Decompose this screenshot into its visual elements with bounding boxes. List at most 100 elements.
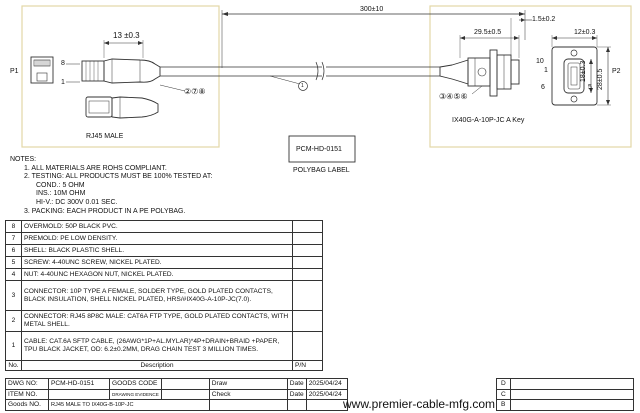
pin-10-label: 10 [536,58,544,65]
bom-row: 2 CONNECTOR: RJ45 8P8C MALE: CAT6A FTP T… [5,310,323,332]
goods-code-value [160,378,210,390]
title-block: DWG NO: PCM-HD-0151 GOODS CODE Draw Date… [5,378,348,411]
check-date-label: Date [286,388,307,401]
bom-no: 7 [5,232,22,245]
pin-5-label: 5 [588,84,592,91]
item-no-label: ITEM NO. [5,388,49,401]
goods-no-value: RJ45 MALE TO IX40G-B-10P-JC [48,399,210,411]
approve-date-value [305,399,348,411]
height-b-dim: 28±0.5 [597,68,604,90]
p2-label: P2 [612,68,621,75]
bom-desc: PREMOLD: PE LOW DENSITY. [21,232,293,245]
note-2-ins: INS.: 10M OHM [36,190,86,198]
polybag-code: PCM-HD-0151 [296,146,342,153]
bom-row: 1 CABLE: CAT.6A SFTP CABLE, (26AWG*1P+AL… [5,331,323,361]
bom-no: 5 [5,256,22,269]
bom-pn [292,280,323,311]
dwg-no-label: DWG NO: [5,378,49,390]
bom-pn [292,268,323,281]
rev-cell [509,388,634,401]
bom-desc: SCREW: 4-40UNC SCREW, NICKEL PLATED. [21,256,293,269]
check-date-value: 2025/04/24 [305,388,348,401]
pin-1-label: 1 [61,79,65,86]
bom-no: 8 [5,220,22,233]
goods-code-label: GOODS CODE [109,378,162,390]
bom-pn [292,331,323,361]
approve-label [208,399,288,411]
pin-1b-label: 1 [544,67,548,74]
bom-pn [292,256,323,269]
bom-desc: CONNECTOR: 10P TYPE A FEMALE, SOLDER TYP… [21,280,293,311]
bom-row: 8 OVERMOLD: 50P BLACK PVC. [5,220,323,233]
rev-cell [509,399,634,411]
note-2: 2. TESTING: ALL PRODUCTS MUST BE 100% TE… [24,173,213,181]
ix40g-side-view [439,18,532,97]
drawing-evidence-label: DRAWING EVIDENCE [109,388,162,401]
bom-no: 6 [5,244,22,257]
offset-dim: 1.5±0.2 [532,16,556,23]
bom-desc: CABLE: CAT.6A SFTP CABLE, (26AWG*1P+AL.M… [21,331,293,361]
bom-header-row: No. Description P/N [5,360,323,371]
rev-letter: D [496,378,511,390]
width-b-dim: 12±0.3 [574,29,596,36]
overall-length-dim: 300±10 [360,6,384,13]
rj45-bottom-view [85,96,159,119]
bom-header-pn: P/N [292,360,323,371]
bom-no: 1 [5,331,22,361]
bom-table: 8 OVERMOLD: 50P BLACK PVC. 7 PREMOLD: PE… [5,220,323,371]
pin-8-label: 8 [61,60,65,67]
notes-title: NOTES: [10,156,37,163]
bom-row: 6 SHELL: BLACK PLASTIC SHELL. [5,244,323,257]
polybag-label-caption: POLYBAG LABEL [293,167,350,174]
rev-cell [509,378,634,390]
rj45-tail-dim: 13 ±0.3 [113,31,140,40]
approve-date-label [286,399,307,411]
bom-desc: CONNECTOR: RJ45 8P8C MALE: CAT6A FTP TYP… [21,310,293,332]
bom-pn [292,220,323,233]
rev-letter: C [496,388,511,401]
notes-block: NOTES: 1. ALL MATERIALS ARE ROHS COMPLIA… [10,156,310,216]
width-a-dim: 29.5±0.5 [474,29,502,36]
bom-pn [292,244,323,257]
bom-desc: SHELL: BLACK PLASTIC SHELL. [21,244,293,257]
polybag-label-box [288,135,356,163]
bom-row: 4 NUT: 4-40UNC HEXAGON NUT, NICKEL PLATE… [5,268,323,281]
rj45-side-view [66,40,195,84]
rj45-male-caption: RJ45 MALE [86,133,124,140]
bom-row: 5 SCREW: 4-40UNC SCREW, NICKEL PLATED. [5,256,323,269]
rj45-view-frame [21,5,220,148]
bom-pn [292,310,323,332]
note-2-cond: COND.: 5 OHM [36,181,85,189]
draw-date-label: Date [286,378,307,390]
draw-date-value: 2025/04/24 [305,378,348,390]
ix40g-key-caption: IX40G-A-10P-JC A Key [452,117,525,124]
draw-label: Draw [208,378,288,390]
bom-no: 3 [5,280,22,311]
bom-header-no: No. [5,360,22,371]
note-1: 1. ALL MATERIALS ARE ROHS COMPLIANT. [24,164,167,172]
bom-row: 7 PREMOLD: PE LOW DENSITY. [5,232,323,245]
check-label: Check [208,388,288,401]
website-link[interactable]: www.premier-cable-mfg.com [343,397,496,411]
revision-block: D C B [496,378,634,411]
rev-letter: B [496,399,511,411]
balloon-1-text: 1 [301,83,304,89]
ix40g-front-view [551,35,611,106]
dwg-no-value: PCM-HD-0151 [48,378,110,390]
balloons-rj45: ②⑦⑧ [184,87,206,96]
bom-row: 3 CONNECTOR: 10P TYPE A FEMALE, SOLDER T… [5,280,323,311]
bom-header-desc: Description [21,360,293,371]
pin-6-label: 6 [541,84,545,91]
balloon-1 [298,81,308,91]
bom-desc: NUT: 4-40UNC HEXAGON NUT, NICKEL PLATED. [21,268,293,281]
bom-no: 2 [5,310,22,332]
p1-label: P1 [10,68,19,75]
bom-desc: OVERMOLD: 50P BLACK PVC. [21,220,293,233]
drawing-evidence-value [160,388,210,401]
goods-no-label: Goods NO. [5,399,49,411]
ix40g-view-frame [429,5,632,148]
note-2-hiv: HI-V.: DC 300V 0.01 SEC. [36,198,118,206]
bom-no: 4 [5,268,22,281]
item-no-value [48,388,110,401]
